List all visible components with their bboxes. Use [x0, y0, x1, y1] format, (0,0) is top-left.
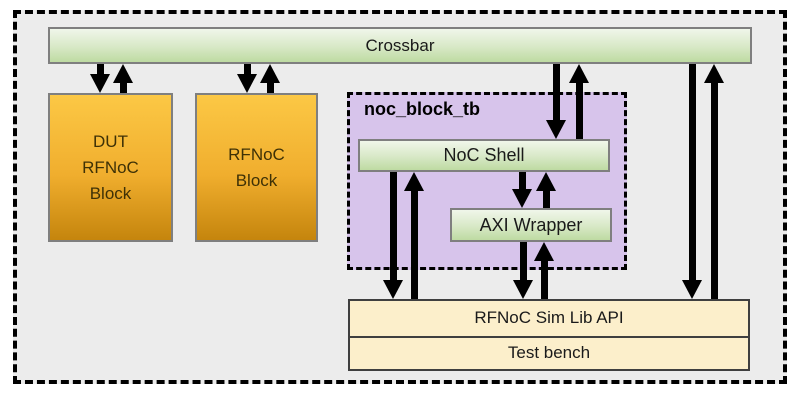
arrow-shaft	[519, 242, 527, 282]
arrow-sim-lib-to-axi-up	[533, 242, 555, 299]
arrow-rfnoc-to-crossbar-up	[259, 64, 281, 93]
arrow-crossbar-to-dut-down	[89, 64, 111, 93]
test-bench-label: Test bench	[507, 343, 591, 363]
rfnoc-block-label-line1: RFNoC	[228, 144, 285, 164]
arrow-head	[681, 280, 702, 299]
arrow-head	[703, 64, 724, 83]
dut-block-label-line1: DUT	[93, 131, 128, 151]
arrow-crossbar-to-noc-shell-down	[545, 64, 567, 139]
arrow-sim-lib-to-noc-shell-up	[403, 172, 425, 299]
dut-block-label-line3: Block	[89, 183, 132, 203]
arrow-head	[568, 64, 589, 83]
arrow-head	[89, 74, 110, 93]
noc-shell-block: NoC Shell	[358, 139, 610, 172]
rfnoc-block-label-line2: Block	[235, 170, 278, 190]
arrow-shaft	[575, 81, 583, 139]
arrow-sim-lib-to-crossbar-up	[703, 64, 725, 299]
rfnoc-sim-lib-api-label: RFNoC Sim Lib API	[474, 308, 624, 328]
arrow-axi-to-sim-lib-down	[512, 242, 534, 299]
arrow-head	[403, 172, 424, 191]
arrow-shaft	[119, 81, 127, 93]
arrow-head	[259, 64, 280, 83]
arrow-head	[236, 74, 257, 93]
axi-wrapper-label: AXI Wrapper	[479, 214, 583, 235]
arrow-shaft	[410, 189, 418, 299]
dut-rfnoc-block: DUT RFNoC Block	[48, 93, 173, 242]
arrow-head	[535, 172, 556, 191]
arrow-shaft	[540, 259, 548, 299]
sim-lib-testbench-stack: RFNoC Sim Lib API Test bench	[348, 299, 750, 371]
arrow-noc-shell-to-sim-lib-down	[382, 172, 404, 299]
arrow-head	[511, 189, 532, 208]
arrow-head	[382, 280, 403, 299]
arrow-shaft	[266, 81, 274, 93]
rfnoc-sim-lib-api-block: RFNoC Sim Lib API	[350, 301, 748, 338]
arrow-head	[545, 120, 566, 139]
arrow-shaft	[688, 64, 696, 282]
test-bench-block: Test bench	[350, 338, 748, 369]
arrow-shaft	[552, 64, 560, 122]
arrow-shaft	[243, 64, 251, 76]
arrow-axi-to-noc-shell-up	[535, 172, 557, 208]
dut-block-label-line2: RFNoC	[82, 157, 139, 177]
arrow-head	[112, 64, 133, 83]
noc-shell-label: NoC Shell	[443, 145, 525, 165]
crossbar-label: Crossbar	[365, 35, 435, 55]
arrow-shaft	[518, 172, 526, 191]
arrow-shaft	[710, 81, 718, 299]
arrow-head	[512, 280, 533, 299]
arrow-crossbar-to-rfnoc-down	[236, 64, 258, 93]
arrow-head	[533, 242, 554, 261]
arrow-shaft	[389, 172, 397, 282]
arrow-noc-shell-to-crossbar-up	[568, 64, 590, 139]
rfnoc-block: RFNoC Block	[195, 93, 318, 242]
noc-block-tb-title: noc_block_tb	[364, 99, 481, 119]
arrow-noc-shell-to-axi-down	[511, 172, 533, 208]
arrow-shaft	[542, 189, 550, 208]
axi-wrapper-block: AXI Wrapper	[450, 208, 612, 242]
crossbar-block: Crossbar	[48, 27, 752, 64]
arrow-shaft	[96, 64, 104, 76]
arrow-crossbar-to-sim-lib-down	[681, 64, 703, 299]
arrow-dut-to-crossbar-up	[112, 64, 134, 93]
